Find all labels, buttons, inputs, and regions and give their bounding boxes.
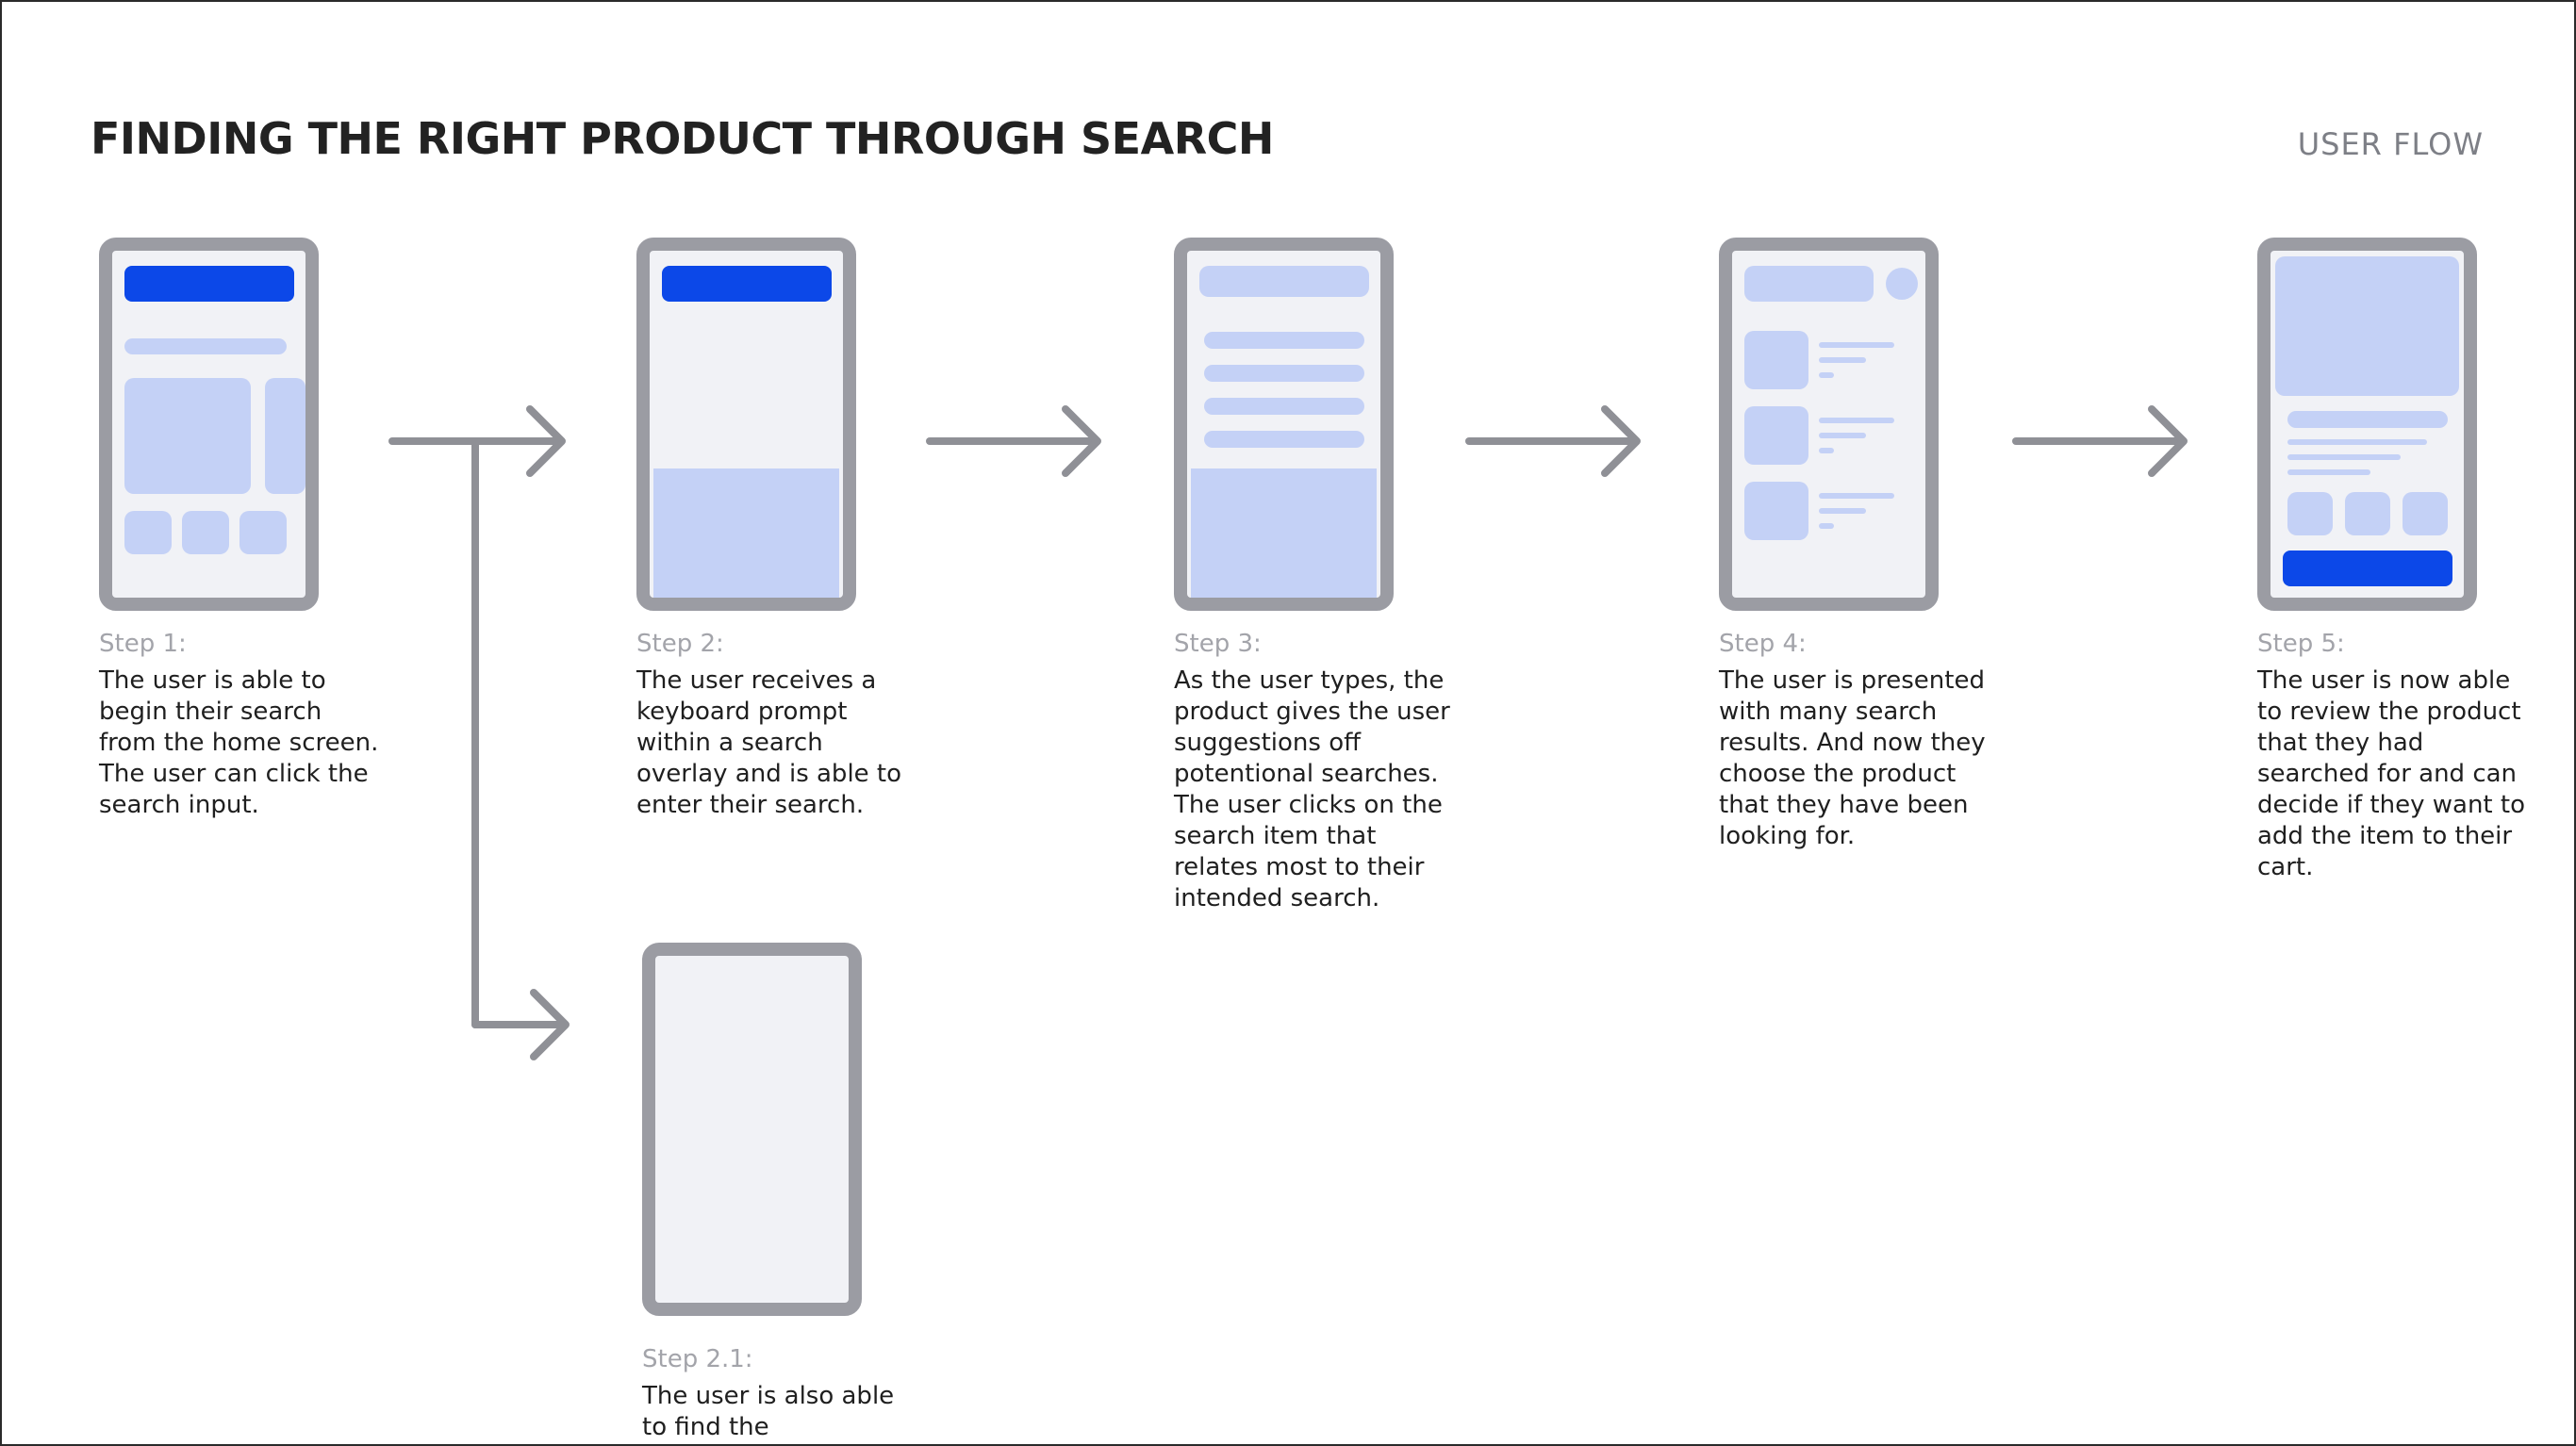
arrow-step3-to-step4: [1465, 405, 1641, 477]
step-description: The user is now able to review the produ…: [2257, 666, 2525, 881]
wireframe-product-detail: [2257, 238, 2477, 611]
step-4-caption: Step 4: The user is presented with many …: [1719, 630, 2002, 852]
result-text-line: [1819, 493, 1894, 499]
step-3-caption: Step 3: As the user types, the product g…: [1174, 630, 1457, 914]
step-label: Step 2:: [636, 630, 724, 658]
result-text-line: [1819, 418, 1894, 423]
thumb-placeholder: [239, 511, 287, 554]
page-title: FINDING THE RIGHT PRODUCT THROUGH SEARCH: [91, 113, 1274, 164]
product-text-line: [2287, 454, 2401, 460]
suggestion-line: [1204, 398, 1364, 415]
step-2-1-caption: Step 2.1: The user is also able to find …: [642, 1345, 925, 1443]
search-bar-placeholder: [1199, 266, 1369, 297]
search-bar-placeholder: [662, 266, 832, 302]
step-description: The user is also able to find the: [642, 1382, 895, 1441]
arrow-step2-to-step3: [926, 405, 1101, 477]
search-bar-placeholder: [124, 266, 294, 302]
result-text-line: [1819, 448, 1834, 453]
keyboard-placeholder: [1191, 468, 1377, 598]
product-image-placeholder: [2275, 256, 2459, 396]
keyboard-placeholder: [653, 468, 839, 598]
wireframe-blank-overlay: [642, 943, 862, 1316]
text-line-placeholder: [124, 338, 287, 354]
step-label: Step 5:: [2257, 630, 2345, 658]
wireframe-search-suggestions: [1174, 238, 1394, 611]
step-1-caption: Step 1: The user is able to begin their …: [99, 630, 382, 821]
result-text-line: [1819, 433, 1866, 438]
wireframe-search-overlay: [636, 238, 856, 611]
step-label: Step 1:: [99, 630, 187, 658]
result-text-line: [1819, 342, 1894, 348]
step-label: Step 4:: [1719, 630, 1807, 658]
result-thumb-placeholder: [1744, 482, 1808, 540]
hero-image-placeholder: [124, 378, 251, 494]
result-thumb-placeholder: [1744, 406, 1808, 465]
variant-thumb-placeholder: [2287, 492, 2333, 535]
result-thumb-placeholder: [1744, 331, 1808, 389]
result-text-line: [1819, 523, 1834, 529]
step-label: Step 3:: [1174, 630, 1262, 658]
suggestion-line: [1204, 365, 1364, 382]
step-description: The user is presented with many search r…: [1719, 666, 1986, 850]
thumb-placeholder: [182, 511, 229, 554]
thumb-placeholder: [124, 511, 172, 554]
result-text-line: [1819, 357, 1866, 363]
flow-type-label: USER FLOW: [2297, 126, 2484, 162]
profile-placeholder: [1886, 268, 1918, 300]
side-card-placeholder: [265, 378, 305, 494]
step-description: As the user types, the product gives the…: [1174, 666, 1450, 912]
add-to-cart-placeholder: [2283, 550, 2452, 586]
search-bar-placeholder: [1744, 266, 1874, 302]
variant-thumb-placeholder: [2345, 492, 2390, 535]
step-5-caption: Step 5: The user is now able to review t…: [2257, 630, 2540, 883]
product-text-line: [2287, 469, 2370, 475]
step-label: Step 2.1:: [642, 1345, 753, 1373]
product-title-placeholder: [2287, 411, 2448, 428]
product-text-line: [2287, 439, 2427, 445]
suggestion-line: [1204, 332, 1364, 349]
arrow-branch-to-step2-1: [471, 437, 570, 1060]
arrow-step4-to-step5: [2012, 405, 2188, 477]
result-text-line: [1819, 508, 1866, 514]
step-description: The user is able to begin their search f…: [99, 666, 379, 819]
result-text-line: [1819, 372, 1834, 378]
step-2-caption: Step 2: The user receives a keyboard pro…: [636, 630, 919, 821]
variant-thumb-placeholder: [2403, 492, 2448, 535]
wireframe-home-screen: [99, 238, 319, 611]
wireframe-search-results: [1719, 238, 1939, 611]
suggestion-line: [1204, 431, 1364, 448]
step-description: The user receives a keyboard prompt with…: [636, 666, 902, 819]
